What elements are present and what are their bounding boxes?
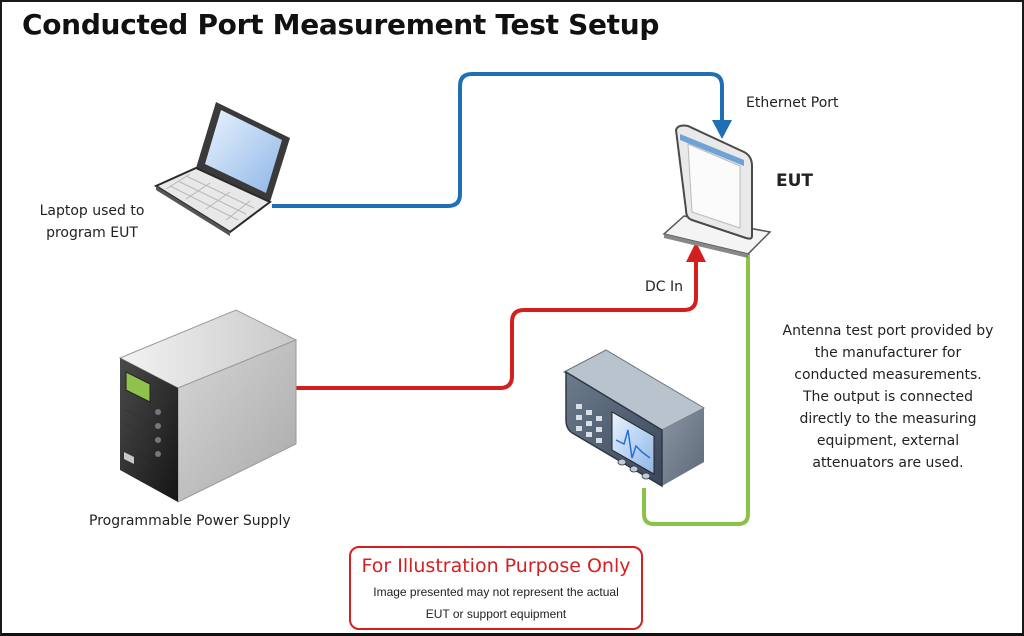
rf-cable [642, 254, 750, 526]
antenna-port-note: Antenna test port provided by the manufa… [782, 323, 994, 471]
power-supply-icon [118, 309, 298, 503]
eut-label: EUT [776, 171, 814, 191]
router-icon [662, 124, 772, 258]
notice-subtitle: Image presented may not represent the ac… [373, 585, 619, 621]
ethernet-port-label: Ethernet Port [746, 95, 839, 111]
page-title: Conducted Port Measurement Test Setup [22, 8, 660, 41]
measuring-equipment-icon [562, 349, 706, 488]
ethernet-cable [272, 72, 732, 208]
laptop-icon [153, 102, 290, 236]
illustration-notice: For Illustration Purpose Only Image pres… [349, 546, 643, 630]
laptop-label: Laptop used to program EUT [39, 203, 145, 241]
power-cable [296, 242, 706, 390]
dc-in-label: DC In [645, 279, 684, 295]
ethernet-arrowhead [712, 120, 732, 139]
notice-title: For Illustration Purpose Only [361, 555, 631, 577]
dc-in-arrowhead [686, 242, 706, 262]
power-supply-label: Programmable Power Supply [89, 513, 291, 529]
